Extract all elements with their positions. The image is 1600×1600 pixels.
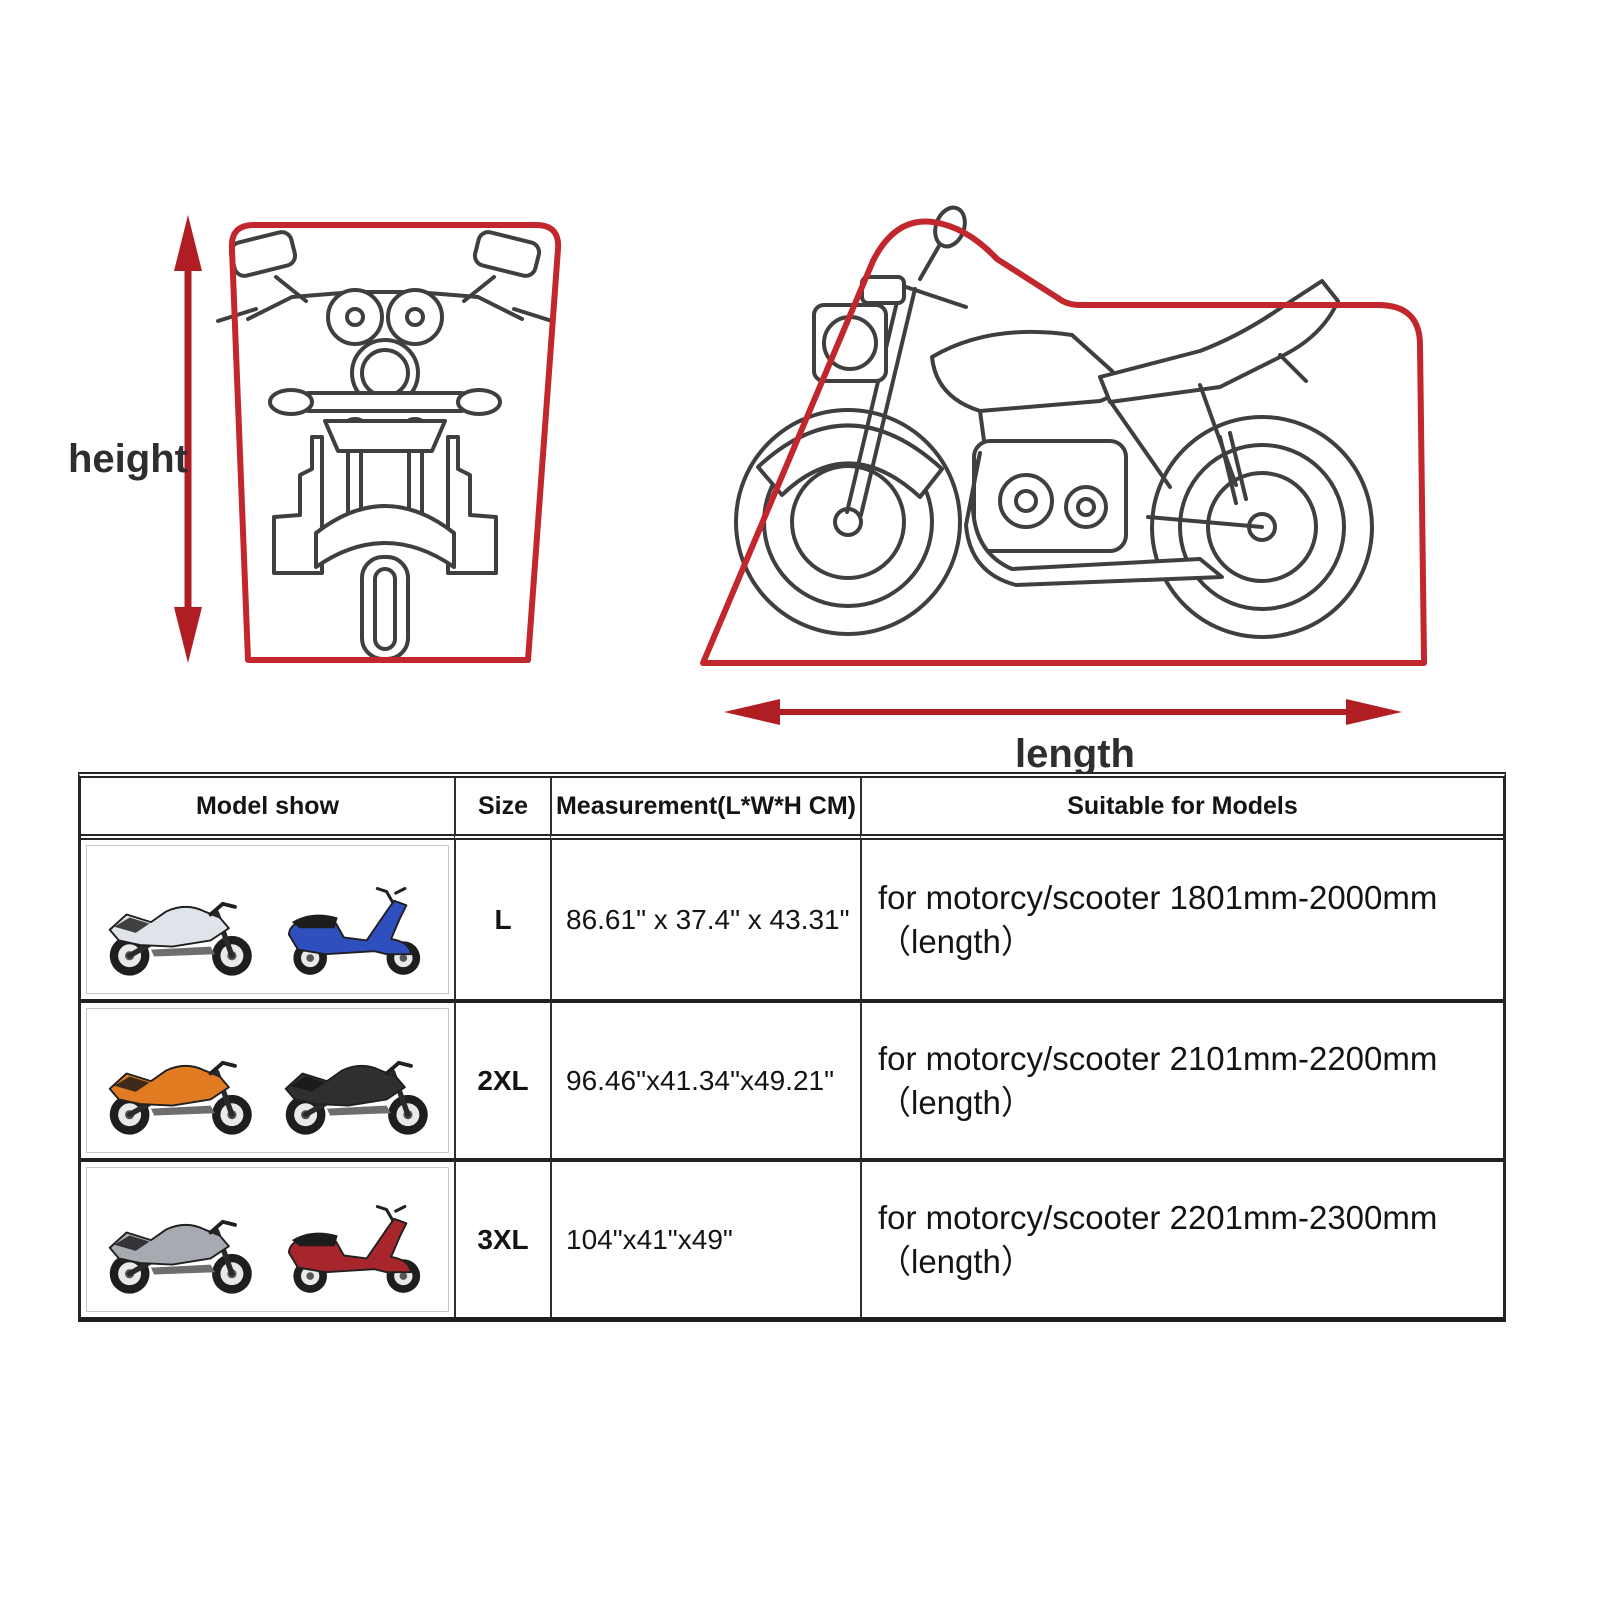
suitable-line1: for motorcy/scooter 2201mm-2300mm (878, 1198, 1438, 1236)
length-label: length (1015, 732, 1135, 776)
front-view-cover-outline (228, 222, 562, 663)
measurement-cell: 96.46"x41.34"x49.21" (550, 999, 860, 1158)
bike-photo-dirtbike (96, 1034, 264, 1142)
header-model-show: Model show (81, 778, 454, 840)
height-arrow (174, 215, 202, 663)
side-view-diagram: length (700, 205, 1427, 776)
bike-photo-underbone (96, 875, 264, 983)
bike-photo-maxi-scooter (272, 1193, 440, 1301)
suitable-line2: （length） (878, 922, 1034, 960)
suitable-line2: （length） (878, 1242, 1034, 1280)
model-photos (86, 845, 449, 994)
side-view-cover-outline (700, 218, 1427, 666)
suitable-line1: for motorcy/scooter 2101mm-2200mm (878, 1039, 1438, 1077)
size-table: Model show Size Measurement(L*W*H CM) Su… (78, 772, 1506, 1322)
suitable-cell: for motorcy/scooter 2201mm-2300mm （lengt… (860, 1158, 1503, 1317)
header-size: Size (454, 778, 550, 840)
model-photo-cell (81, 1158, 454, 1317)
size-cell: L (454, 840, 550, 999)
suitable-line2: （length） (878, 1083, 1034, 1121)
header-suitable: Suitable for Models (860, 778, 1503, 840)
suitable-cell: for motorcy/scooter 2101mm-2200mm （lengt… (860, 999, 1503, 1158)
length-arrow (724, 699, 1402, 725)
front-view-motorcycle-drawing (216, 230, 554, 661)
model-photo-cell (81, 840, 454, 999)
size-cell: 2XL (454, 999, 550, 1158)
model-photos (86, 1167, 449, 1312)
front-view-diagram: height (68, 215, 562, 663)
side-view-motorcycle-drawing (734, 205, 1374, 639)
height-label: height (68, 437, 188, 481)
model-photos (86, 1008, 449, 1153)
size-cell: 3XL (454, 1158, 550, 1317)
bike-photo-touring (96, 1193, 264, 1301)
bike-photo-sportbike (272, 1034, 440, 1142)
bike-photo-scooter (272, 875, 440, 983)
header-measurement: Measurement(L*W*H CM) (550, 778, 860, 840)
measurement-cell: 86.61" x 37.4" x 43.31" (550, 840, 860, 999)
suitable-line1: for motorcy/scooter 1801mm-2000mm (878, 878, 1438, 916)
measurement-cell: 104"x41"x49" (550, 1158, 860, 1317)
model-photo-cell (81, 999, 454, 1158)
suitable-cell: for motorcy/scooter 1801mm-2000mm （lengt… (860, 840, 1503, 999)
